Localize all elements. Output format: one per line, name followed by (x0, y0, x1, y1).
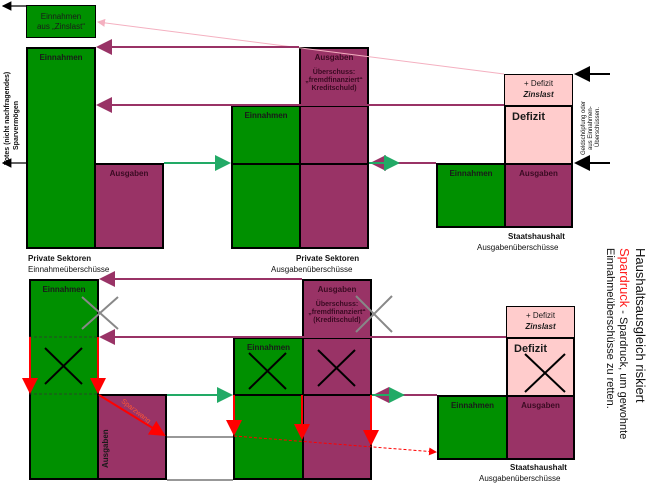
bottom-state-expense: Ausgaben (506, 395, 575, 460)
bottom-state-income: Einnahmen (437, 395, 508, 460)
top-state-deficit-plus: + Defizit (523, 79, 554, 88)
right-side-note-2: aus Einnahmen- (588, 106, 594, 150)
top-state-income: Einnahmen (436, 163, 506, 228)
bottom-state-interest: Zinslast (525, 322, 556, 331)
bottom-state-deficit: Defizit (506, 337, 575, 397)
top-state-subtitle: Ausgabenüberschüsse (477, 243, 559, 252)
bottom-private-middle-surplus: Ausgaben Überschuss: „fremdfinanziert“ (… (302, 279, 372, 339)
top-private-middle-income: Einnahmen (231, 105, 301, 165)
bottom-middle-surplus-l2: „fremdfinanziert“ (308, 309, 366, 316)
bottom-private-middle-income: Einnahmen (233, 337, 304, 396)
bottom-state-deficit-plus: + Defizit (525, 311, 556, 320)
top-state-interest: Zinslast (523, 90, 554, 99)
bottom-private-left-expense-label: Ausgaben (101, 429, 110, 468)
top-state-title: Staatshaushalt (508, 232, 565, 241)
top-private-middle-expense-lower (299, 163, 369, 249)
left-side-note-1: Totes (nicht nachfragendes) (4, 71, 11, 165)
bottom-state-subtitle: Ausgabenüberschüsse (479, 474, 561, 483)
top-middle-income-label: Einnahmen (244, 111, 288, 120)
top-private-left-income-label: Einnahmen (39, 53, 83, 62)
top-state-deficit-label: Defizit (512, 111, 545, 123)
bottom-private-middle-expense-upper (302, 337, 372, 396)
interest-income-label-1: Einnahmen (40, 12, 82, 21)
left-side-note-2: Sparvermögen (13, 100, 20, 150)
top-private-left-title: Private Sektoren (28, 254, 92, 263)
bottom-private-middle-income-lower (233, 394, 304, 480)
top-middle-surplus-l2: „fremdfinanziert“ (305, 77, 363, 84)
top-private-left-subtitle: Einnahmeüberschüsse (28, 265, 110, 274)
top-private-left-expense-label: Ausgaben (109, 169, 149, 178)
bottom-middle-surplus-l3: (Kreditschuld) (313, 317, 361, 324)
top-state-expense-label: Ausgaben (519, 169, 558, 178)
bottom-private-left-income: Einnahmen (29, 279, 99, 480)
bottom-state-title: Staatshaushalt (510, 463, 567, 472)
top-private-middle-subtitle: Ausgabenüberschüsse (271, 265, 353, 274)
top-private-middle-income-lower (231, 163, 301, 249)
top-private-middle-surplus: Ausgaben Überschuss: „fremdfinanziert“ K… (299, 47, 369, 107)
bottom-middle-income-label: Einnahmen (246, 343, 291, 352)
bottom-state-income-label: Einnahmen (450, 401, 495, 410)
top-private-left-expense: Ausgaben (94, 163, 164, 249)
bottom-middle-expense-label: Ausgaben (317, 285, 357, 294)
interest-income-box: Einnahmen aus „Zinslast“ (26, 5, 96, 38)
top-state-deficit: Defizit (504, 105, 573, 165)
top-private-middle-expense-upper (299, 105, 369, 165)
bottom-middle-surplus-l1: Überschuss: (315, 301, 359, 308)
side-title-rest-1: - Spardruck, um gewohnte (617, 307, 629, 440)
side-title-heading: Haushaltsausgleich riskiert (633, 248, 648, 403)
right-side-note-1: Geldschöpfung oder (581, 100, 587, 155)
side-title-rest-2: Einnahmeüberschüsse zu retten. (604, 248, 616, 409)
bottom-state-interest-deficit: + Defizit Zinslast (506, 306, 575, 339)
side-title-line2: Spardruck - Spardruck, um gewohnte (617, 248, 632, 439)
interest-income-label-2: aus „Zinslast“ (36, 22, 85, 31)
top-state-income-label: Einnahmen (449, 169, 493, 178)
right-side-note-3: Überschüssen. (595, 106, 601, 147)
bottom-private-middle-expense-lower (302, 394, 372, 480)
top-private-middle-title: Private Sektoren (296, 254, 360, 263)
top-private-left-income: Einnahmen (26, 47, 96, 249)
bottom-private-left-income-label: Einnahmen (42, 285, 86, 294)
bottom-state-expense-label: Ausgaben (521, 401, 560, 410)
side-title-highlight: Spardruck (617, 248, 632, 308)
top-state-expense: Ausgaben (504, 163, 573, 228)
top-middle-surplus-l3: Kreditschuld) (311, 85, 357, 92)
top-middle-expense-label: Ausgaben (314, 53, 354, 62)
bottom-state-deficit-label: Defizit (514, 343, 547, 355)
top-state-interest-deficit: + Defizit Zinslast (504, 74, 573, 107)
